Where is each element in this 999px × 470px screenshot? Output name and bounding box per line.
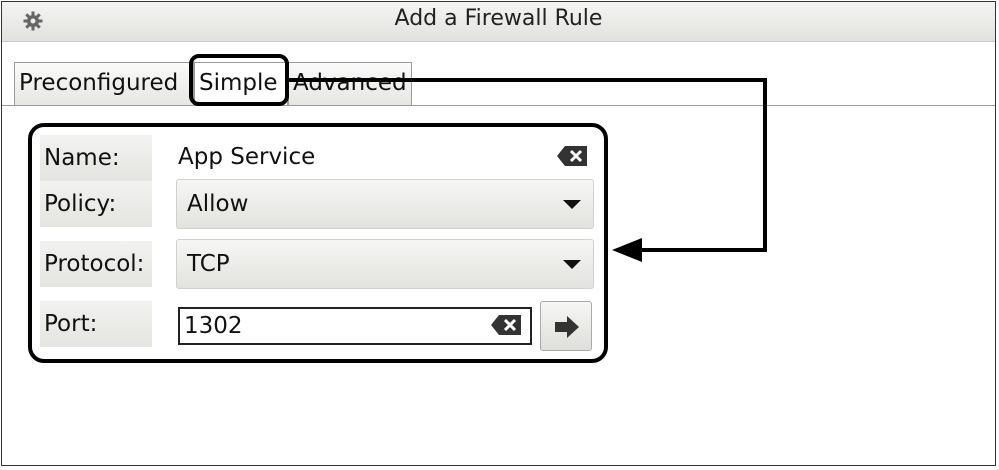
tab-divider: [2, 105, 995, 106]
clear-text-icon[interactable]: [556, 145, 588, 167]
arrow-right-icon: [555, 316, 579, 338]
tab-simple[interactable]: Simple: [194, 62, 288, 105]
title-bar: Add a Firewall Rule: [2, 2, 995, 42]
tab-preconfigured[interactable]: Preconfigured: [14, 62, 194, 105]
name-label: Name:: [40, 135, 152, 181]
chevron-down-icon: [563, 260, 581, 269]
tab-advanced[interactable]: Advanced: [288, 62, 412, 105]
name-value[interactable]: App Service: [178, 144, 316, 170]
chevron-down-icon: [563, 200, 581, 209]
apply-port-button[interactable]: [540, 301, 592, 351]
gear-icon[interactable]: [22, 10, 44, 32]
window-title: Add a Firewall Rule: [394, 6, 603, 31]
clear-text-icon[interactable]: [490, 314, 522, 336]
policy-dropdown[interactable]: Allow: [176, 179, 594, 229]
policy-value: Allow: [187, 191, 249, 217]
policy-label: Policy:: [40, 181, 152, 227]
port-input[interactable]: [178, 307, 532, 345]
protocol-dropdown[interactable]: TCP: [176, 239, 594, 289]
port-label: Port:: [40, 301, 152, 347]
protocol-label: Protocol:: [40, 241, 152, 287]
simple-rule-form: Name: App Service Policy: Allow Protocol…: [28, 123, 608, 363]
simple-tab-highlight: [189, 54, 289, 106]
protocol-value: TCP: [187, 251, 230, 277]
